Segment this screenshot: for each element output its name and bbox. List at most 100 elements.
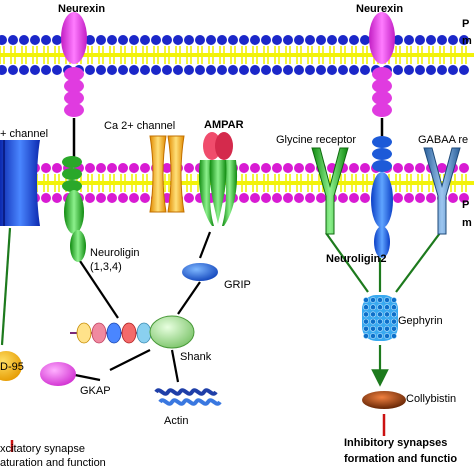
gephyrin-subunit xyxy=(384,333,390,339)
lipid-head xyxy=(107,193,117,203)
lipid-head xyxy=(206,35,216,45)
gephyrin-subunit xyxy=(391,311,397,318)
label-neuroligin-134-line2: (1,3,4) xyxy=(90,261,122,273)
lipid-head xyxy=(316,65,326,75)
lipid-head xyxy=(8,35,18,45)
lipid-head xyxy=(272,65,282,75)
left-ion-channel xyxy=(0,140,40,226)
lipid-head xyxy=(206,65,216,75)
lipid-head xyxy=(129,193,139,203)
gephyrin-subunit xyxy=(391,318,397,325)
lipid-head xyxy=(195,35,205,45)
lipid-head xyxy=(228,35,238,45)
lipid-head xyxy=(272,193,282,203)
ca-channel xyxy=(149,135,185,213)
lipid-head xyxy=(305,193,315,203)
grip-protein xyxy=(182,263,218,281)
lipid-head xyxy=(349,193,359,203)
lipid-head xyxy=(294,193,304,203)
lipid-head xyxy=(19,35,29,45)
lipid-head xyxy=(140,35,150,45)
neurexin-left xyxy=(61,12,87,117)
lipid-head xyxy=(41,65,51,75)
lipid-head xyxy=(250,65,260,75)
lipid-head xyxy=(129,163,139,173)
label-glycine-receptor: Glycine receptor xyxy=(276,134,356,146)
lipid-head xyxy=(459,65,469,75)
label-inhibitory-line2: formation and functio xyxy=(344,453,457,465)
gephyrin-subunit xyxy=(377,325,383,332)
lipid-head xyxy=(437,65,447,75)
lipid-head xyxy=(272,35,282,45)
lipid-head xyxy=(41,163,51,173)
lipid-head xyxy=(239,193,249,203)
label-inhibitory-line1: Inhibitory synapses xyxy=(344,437,447,449)
lipid-head xyxy=(437,35,447,45)
lipid-head xyxy=(360,35,370,45)
lipid-head xyxy=(448,65,458,75)
label-ca-channel: Ca 2+ channel xyxy=(104,120,175,132)
gephyrin-subunit xyxy=(370,333,376,339)
lipid-head xyxy=(217,65,227,75)
label-top-membrane-1: P xyxy=(462,18,469,30)
label-bottom-membrane-1: P xyxy=(462,199,469,211)
lipid-head xyxy=(415,65,425,75)
gephyrin-subunit xyxy=(384,318,390,325)
lipid-head xyxy=(30,35,40,45)
label-top-membrane-2: m xyxy=(462,35,472,47)
lipid-head xyxy=(316,35,326,45)
gabaa-receptor xyxy=(423,147,461,235)
gephyrin-subunit xyxy=(391,333,397,339)
lipid-head xyxy=(129,35,139,45)
lipid-head xyxy=(85,163,95,173)
gephyrin-subunit xyxy=(391,297,397,303)
glycine-receptor xyxy=(311,147,349,235)
lipid-head xyxy=(404,193,414,203)
lipid-head xyxy=(459,193,469,203)
lipid-head xyxy=(459,163,469,173)
lipid-head xyxy=(239,163,249,173)
lipid-head xyxy=(184,193,194,203)
label-grip: GRIP xyxy=(224,279,251,291)
lipid-head xyxy=(283,35,293,45)
lipid-head xyxy=(52,193,62,203)
membrane-core xyxy=(0,53,474,57)
lipid-head xyxy=(327,35,337,45)
lipid-head xyxy=(151,65,161,75)
lipid-head xyxy=(448,193,458,203)
lipid-head xyxy=(415,163,425,173)
gephyrin-subunit xyxy=(384,325,390,332)
membrane-core xyxy=(0,181,474,185)
gephyrin-subunit xyxy=(384,297,390,303)
gephyrin-subunit xyxy=(370,304,376,311)
gephyrin-subunit xyxy=(370,318,376,325)
lipid-head xyxy=(261,65,271,75)
lipid-head xyxy=(162,163,172,173)
label-actin: Actin xyxy=(164,415,188,427)
lipid-head xyxy=(173,35,183,45)
label-collybistin: Collybistin xyxy=(406,393,456,405)
lipid-head xyxy=(0,35,7,45)
lipid-head xyxy=(426,193,436,203)
lipid-head xyxy=(283,65,293,75)
lipid-head xyxy=(305,163,315,173)
lipid-head xyxy=(52,163,62,173)
lipid-head xyxy=(96,193,106,203)
lipid-head xyxy=(96,65,106,75)
lipid-head xyxy=(173,65,183,75)
lipid-head xyxy=(30,65,40,75)
lipid-head xyxy=(8,65,18,75)
lipid-head xyxy=(162,35,172,45)
neuroligin2 xyxy=(371,136,393,258)
gephyrin-subunit xyxy=(370,297,376,303)
lipid-head xyxy=(217,35,227,45)
lipid-head xyxy=(239,35,249,45)
label-neuroligin-134-line1: Neuroligin xyxy=(90,247,140,259)
label-left-channel: + channel xyxy=(0,128,48,140)
lipid-head xyxy=(294,163,304,173)
lipid-head xyxy=(140,65,150,75)
gephyrin-subunit xyxy=(384,311,390,318)
label-shank: Shank xyxy=(180,351,212,363)
lipid-head xyxy=(338,65,348,75)
